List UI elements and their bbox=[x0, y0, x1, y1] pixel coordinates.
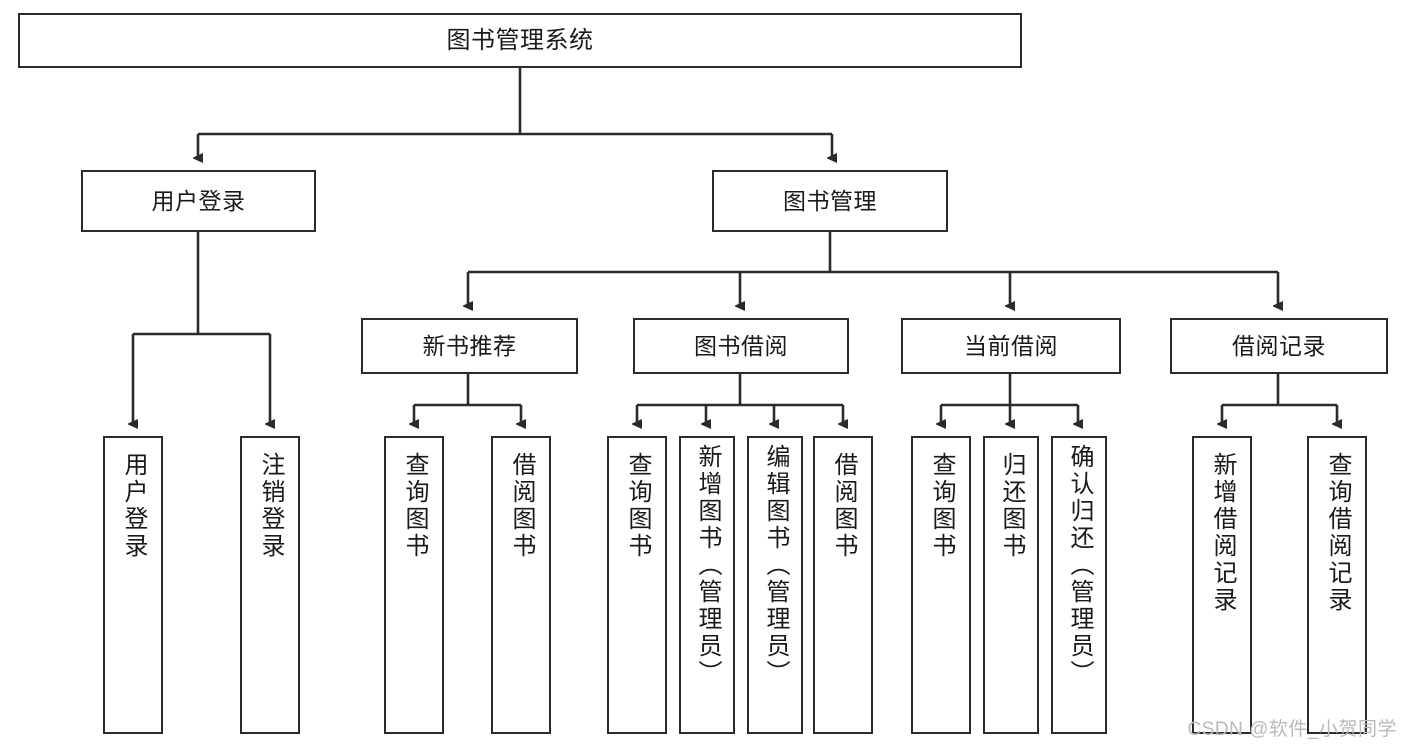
node-leaf-logout[interactable]: 注销登录 bbox=[240, 436, 300, 734]
node-label: 新增图书（管理员） bbox=[694, 444, 721, 687]
node-label: 借阅图书 bbox=[508, 452, 535, 560]
node-label: 查询借阅记录 bbox=[1324, 452, 1351, 614]
node-label: 归还图书 bbox=[998, 452, 1025, 560]
node-leaf-borrow-book-2[interactable]: 借阅图书 bbox=[813, 436, 873, 734]
node-leaf-add-record[interactable]: 新增借阅记录 bbox=[1192, 436, 1252, 734]
node-leaf-add-book[interactable]: 新增图书（管理员） bbox=[679, 436, 735, 734]
node-label: 查询图书 bbox=[401, 452, 428, 560]
node-label: 借阅图书 bbox=[830, 452, 857, 560]
node-current-borrow[interactable]: 当前借阅 bbox=[901, 318, 1121, 374]
node-leaf-edit-book[interactable]: 编辑图书（管理员） bbox=[747, 436, 803, 734]
node-label: 图书借阅 bbox=[694, 332, 788, 359]
node-label: 图书管理系统 bbox=[446, 26, 594, 54]
node-new-book-rec[interactable]: 新书推荐 bbox=[361, 318, 578, 374]
node-leaf-query-book-2[interactable]: 查询图书 bbox=[607, 436, 667, 734]
node-leaf-query-book-3[interactable]: 查询图书 bbox=[911, 436, 971, 734]
node-leaf-query-record[interactable]: 查询借阅记录 bbox=[1307, 436, 1367, 734]
node-book-admin[interactable]: 图书管理 bbox=[712, 170, 948, 232]
node-label: 编辑图书（管理员） bbox=[762, 444, 789, 687]
node-label: 当前借阅 bbox=[964, 332, 1058, 359]
node-borrow-record[interactable]: 借阅记录 bbox=[1170, 318, 1388, 374]
node-leaf-user-login[interactable]: 用户登录 bbox=[103, 436, 163, 734]
node-leaf-query-book-1[interactable]: 查询图书 bbox=[384, 436, 444, 734]
node-label: 借阅记录 bbox=[1232, 332, 1326, 359]
node-label: 用户登录 bbox=[151, 187, 246, 214]
watermark-text: CSDN @软件_小贺同学 bbox=[1187, 719, 1397, 740]
node-label: 图书管理 bbox=[783, 187, 877, 214]
node-label: 确认归还（管理员） bbox=[1066, 444, 1093, 687]
node-root-system[interactable]: 图书管理系统 bbox=[18, 13, 1022, 68]
node-user-login[interactable]: 用户登录 bbox=[81, 170, 316, 232]
node-label: 新书推荐 bbox=[422, 332, 517, 359]
node-book-borrow[interactable]: 图书借阅 bbox=[633, 318, 849, 374]
node-leaf-confirm-return[interactable]: 确认归还（管理员） bbox=[1051, 436, 1107, 734]
node-label: 新增借阅记录 bbox=[1209, 452, 1236, 614]
node-label: 注销登录 bbox=[257, 452, 284, 560]
node-leaf-return-book[interactable]: 归还图书 bbox=[983, 436, 1039, 734]
node-label: 查询图书 bbox=[928, 452, 955, 560]
node-leaf-borrow-book-1[interactable]: 借阅图书 bbox=[491, 436, 551, 734]
node-label: 查询图书 bbox=[624, 452, 651, 560]
node-label: 用户登录 bbox=[120, 452, 147, 560]
